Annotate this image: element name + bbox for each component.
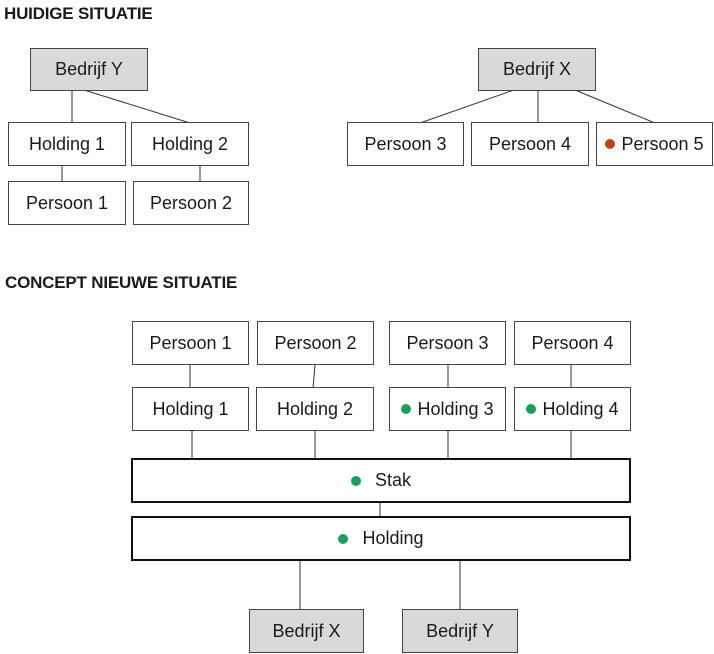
box-label: Persoon 3 — [406, 332, 489, 353]
concept-persoon-2-box: Persoon 2 — [257, 321, 374, 365]
box-label: Bedrijf Y — [426, 620, 494, 641]
concept-holding-box: Holding — [131, 516, 631, 561]
box-label: Persoon 5 — [621, 133, 704, 154]
box-label: Bedrijf X — [502, 59, 572, 79]
concept-persoon-1-box: Persoon 1 — [132, 321, 249, 365]
concept-holding-1-box: Holding 1 — [132, 387, 249, 431]
concept-persoon-4-box: Persoon 4 — [514, 321, 631, 365]
box-label: Holding 1 — [28, 133, 106, 154]
box-label: Persoon 4 — [531, 332, 614, 353]
green-dot-icon — [350, 475, 361, 486]
concept-holding-3-box: Holding 3 — [389, 387, 506, 431]
current-persoon-3-box: Persoon 3 — [347, 122, 464, 166]
box-label: Bedrijf X — [272, 620, 341, 641]
box-label: Holding 2 — [151, 133, 229, 154]
concept-bedrijf-x-box: Bedrijf X — [249, 609, 364, 653]
current-persoon-4-box: Persoon 4 — [471, 122, 589, 166]
green-dot-icon — [526, 404, 537, 414]
concept-persoon-3-box: Persoon 3 — [389, 321, 506, 365]
box-label: Holding 1 — [152, 398, 229, 419]
concept-holding-4-box: Holding 4 — [514, 387, 631, 431]
current-holding-2-box: Holding 2 — [131, 122, 249, 166]
box-label: Persoon 4 — [488, 133, 572, 154]
current-persoon-5-box: Persoon 5 — [596, 122, 713, 166]
box-label: Persoon 2 — [274, 332, 357, 353]
heading-concept-situation: CONCEPT NIEUWE SITUATIE — [5, 273, 238, 292]
red-dot-icon — [605, 139, 616, 149]
box-label: Persoon 1 — [25, 192, 109, 213]
box-label: Holding 3 — [417, 398, 494, 419]
current-persoon-1-box: Persoon 1 — [8, 181, 126, 225]
current-persoon-2-box: Persoon 2 — [133, 181, 249, 225]
box-label: Persoon 1 — [149, 332, 232, 353]
concept-holding-2-box: Holding 2 — [256, 387, 374, 431]
green-dot-icon — [338, 533, 349, 544]
box-label: Persoon 3 — [364, 133, 447, 154]
box-label: Holding 2 — [276, 398, 354, 419]
box-label: Holding 4 — [542, 398, 619, 419]
box-label: Stak — [374, 470, 412, 490]
current-holding-1-box: Holding 1 — [8, 122, 126, 166]
box-label: Holding — [362, 528, 424, 548]
box-label: Persoon 2 — [149, 192, 233, 213]
current-bedrijf-x-box: Bedrijf X — [478, 48, 596, 91]
concept-bedrijf-y-box: Bedrijf Y — [402, 609, 518, 653]
green-dot-icon — [401, 404, 412, 414]
concept-stak-box: Stak — [131, 458, 631, 503]
box-label: Bedrijf Y — [55, 59, 123, 79]
current-bedrijf-y-box: Bedrijf Y — [30, 48, 148, 91]
heading-current-situation: HUIDIGE SITUATIE — [4, 4, 153, 23]
